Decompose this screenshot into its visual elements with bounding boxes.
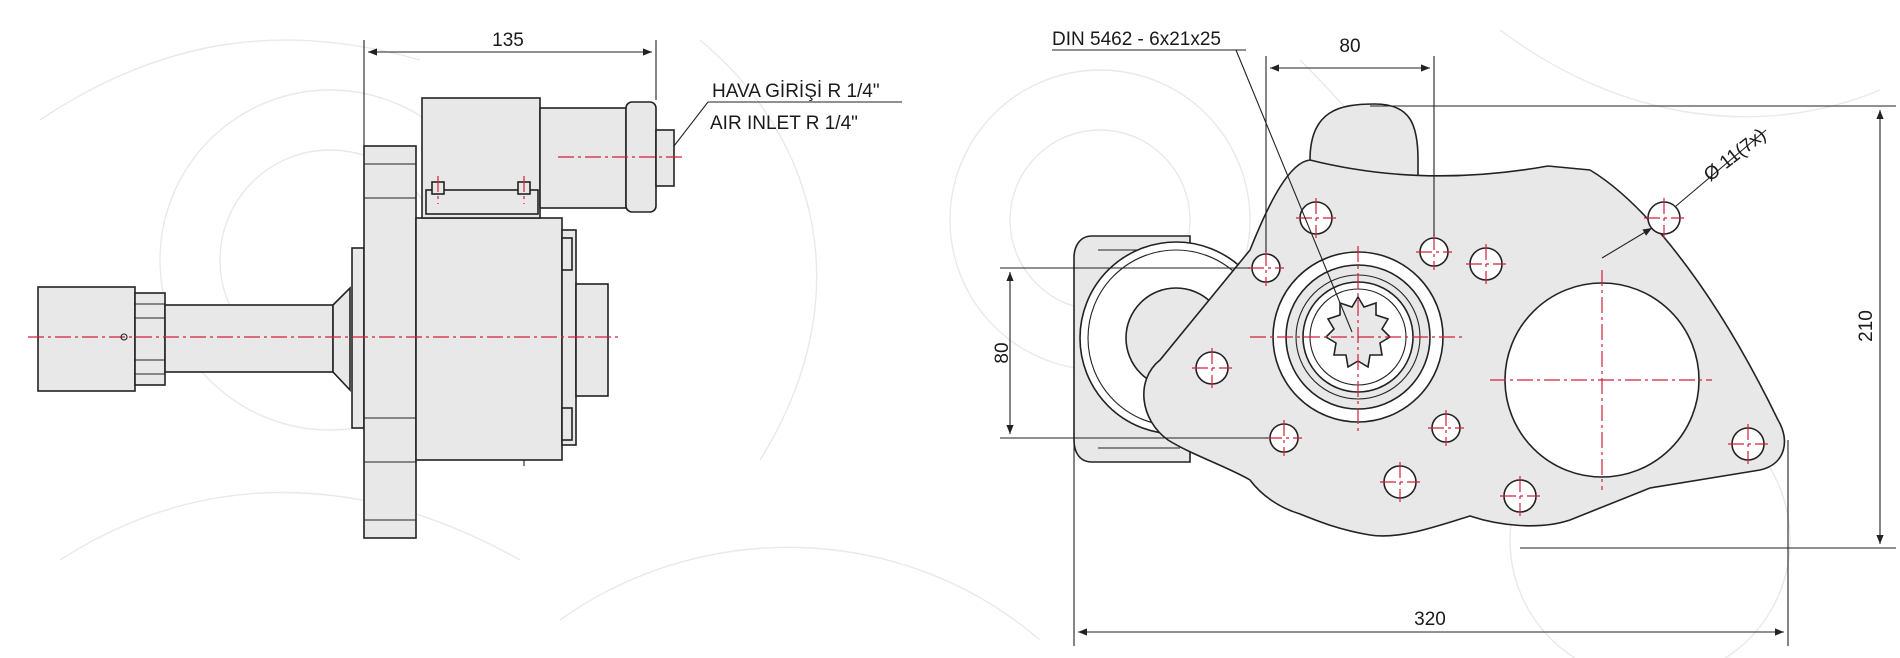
flange-lip [351,247,365,429]
spline-spec-label: DIN 5462 - 6x21x25 [1052,29,1221,50]
hole-spec-label: Ø 11(7x) [1700,125,1770,186]
dimension-320: 320 [1073,440,1789,646]
rear-boss [575,283,609,397]
air-inlet-label-en: AIR INLET R 1/4" [710,113,858,134]
air-fitting [655,129,675,187]
dimension-320-label: 320 [1414,609,1446,630]
spline-callout: DIN 5462 - 6x21x25 [1052,29,1353,333]
dimension-80-vertical: 80 [992,267,1268,439]
side-view [28,97,682,539]
air-inlet-label-tr: HAVA GİRİŞİ R 1/4" [712,81,880,102]
dimension-80-h-label: 80 [1339,36,1360,57]
mounting-flange [363,145,417,539]
dimension-210-label: 210 [1856,310,1877,342]
pump-housing [415,217,563,461]
air-inlet-callout: HAVA GİRİŞİ R 1/4" AIR INLET R 1/4" [673,81,902,147]
front-view [1073,103,1786,537]
shaft-end-block [37,286,136,392]
dimension-135-label: 135 [492,30,524,51]
dimension-210: 210 [1370,105,1896,549]
spline-section [134,292,166,386]
cylinder-body [539,107,627,209]
shaft [164,304,334,373]
shaft-collar [332,286,351,393]
dimension-135: 135 [363,30,657,146]
dimension-80-v-label: 80 [992,342,1013,363]
dimension-80-horizontal: 80 [1265,36,1435,252]
